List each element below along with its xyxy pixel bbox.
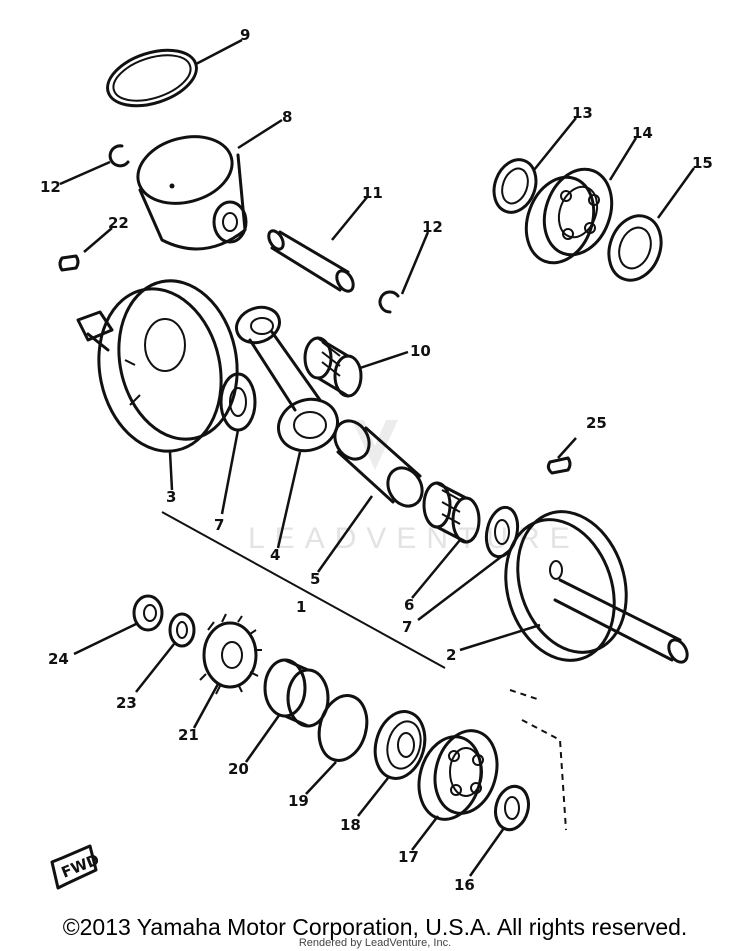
callout-5: 5 [310,570,320,588]
oil-seal-18 [373,710,427,780]
callout-24: 24 [48,650,69,668]
circlip-right [378,290,400,314]
crank-pin [333,419,424,508]
callout-17: 17 [398,848,419,866]
callout-10: 10 [410,342,431,360]
circlip-left [108,144,130,168]
rendered-by-text: Rendered by LeadVenture, Inc. [298,937,452,949]
key-25 [546,456,572,475]
crank-left [76,279,239,453]
washer-23 [168,612,196,648]
needle-bearing-10 [303,336,363,398]
bearing-14 [524,167,614,265]
oil-seal-15 [607,214,663,282]
callout-21: 21 [178,726,199,744]
copyright-text: ©2013 Yamaha Motor Corporation, U.S.A. A… [62,914,688,940]
callout-8: 8 [282,108,292,126]
nut-24 [132,594,164,632]
primary-gear [199,613,262,695]
callout-25: 25 [586,414,607,432]
callout-11: 11 [362,184,383,202]
callout-13: 13 [572,104,593,122]
piston-ring [106,48,198,108]
circlip-19 [317,694,369,762]
callout-22: 22 [108,214,129,232]
callout-2: 2 [446,646,456,664]
callout-20: 20 [228,760,249,778]
callout-12b: 12 [422,218,443,236]
callout-7: 7 [214,516,224,534]
watermark: LEADVENTURE [248,420,570,555]
callout-19: 19 [288,792,309,810]
callout-16: 16 [454,876,475,894]
callout-12: 12 [40,178,61,196]
crank-right [504,510,689,664]
shim-16 [494,784,530,832]
callout-14: 14 [632,124,653,142]
bearing-17 [417,729,499,821]
shim-13 [492,158,538,214]
key-22 [58,254,80,272]
collar [263,658,330,728]
callout-15: 15 [692,154,713,172]
callout-18: 18 [340,816,361,834]
callout-3: 3 [166,488,176,506]
assembly-bracket [161,511,567,831]
callouts: 9 8 12 22 11 12 13 14 15 10 25 3 7 4 5 1… [40,26,713,894]
callout-1: 1 [296,598,306,616]
leader-lines [59,38,696,877]
callout-4: 4 [270,546,280,564]
fwd-arrow-icon: FWD [50,844,102,890]
connecting-rod [235,305,339,453]
callout-6: 6 [404,596,414,614]
piston [136,135,248,251]
callout-7b: 7 [402,618,412,636]
piston-pin [267,229,355,293]
callout-23: 23 [116,694,137,712]
needle-bearing-6 [422,481,481,544]
callout-9: 9 [240,26,250,44]
